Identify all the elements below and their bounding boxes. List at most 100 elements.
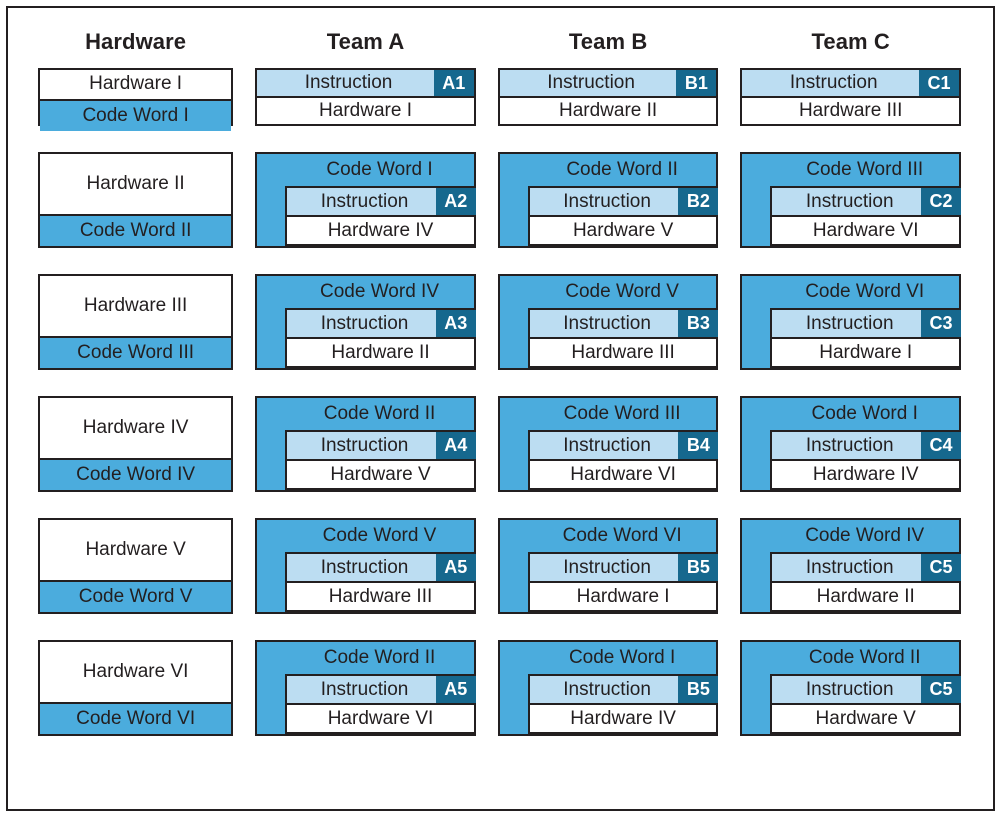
instruction-badge: B1 (676, 70, 717, 96)
row-code-word: Code Word V (322, 525, 437, 546)
instruction-badge: C2 (921, 188, 961, 215)
row-code-word: Code Word I (326, 159, 433, 180)
instruction-label: Instruction (320, 556, 409, 578)
instruction-badge: A5 (435, 554, 476, 581)
row-code-word: Code Word VI (562, 525, 682, 546)
instruction-label: Instruction (805, 190, 894, 212)
instruction-badge: C5 (921, 676, 961, 703)
instruction-label: Instruction (320, 434, 409, 456)
instruction-badge: B5 (678, 554, 719, 581)
instruction-label: Instruction (304, 72, 393, 93)
instruction-badge: B5 (678, 676, 719, 703)
hardware-card-name: Hardware V (40, 520, 232, 580)
instruction-badge: A3 (435, 310, 476, 337)
instruction-label: Instruction (563, 556, 651, 578)
instruction-target-hardware: Hardware VI (772, 217, 961, 244)
instruction-bar: Instruction A5 (287, 554, 476, 583)
instruction-target-hardware: Hardware V (772, 705, 961, 732)
hardware-card-code-word: Code Word III (40, 336, 232, 368)
row-code-word: Code Word IV (805, 525, 925, 546)
row-code-word: Code Word IV (320, 281, 439, 302)
hardware-card-code-word: Code Word I (40, 99, 232, 131)
instruction-target-hardware: Hardware II (499, 98, 717, 124)
row-code-word: Code Word III (563, 403, 681, 424)
instruction-label: Instruction (805, 556, 894, 578)
instruction-badge: C1 (919, 70, 959, 96)
row-code-word: Code Word I (811, 403, 918, 424)
instruction-badge: C3 (921, 310, 961, 337)
hardware-card-name: Hardware VI (40, 642, 232, 702)
instruction-label: Instruction (320, 190, 409, 212)
instruction-target-hardware: Hardware V (529, 217, 719, 244)
instruction-target-hardware: Hardware I (529, 583, 719, 610)
instruction-badge: B4 (678, 432, 719, 459)
column-header-team-c: Team C (811, 29, 890, 54)
instruction-label: Instruction (563, 190, 651, 212)
instruction-label: Instruction (547, 72, 635, 93)
hardware-card-name: Hardware I (40, 70, 232, 99)
instruction-target-hardware: Hardware II (772, 583, 961, 610)
hardware-card-code-word: Code Word II (40, 214, 232, 246)
row-code-word: Code Word I (568, 647, 676, 668)
instruction-target-hardware: Hardware III (529, 339, 719, 366)
instruction-label: Instruction (805, 312, 894, 334)
hardware-card-code-word: Code Word IV (40, 458, 232, 490)
instruction-bar: Instruction B1 (499, 70, 717, 98)
instruction-badge: A4 (435, 432, 476, 459)
column-header-team-a: Team A (326, 29, 405, 54)
